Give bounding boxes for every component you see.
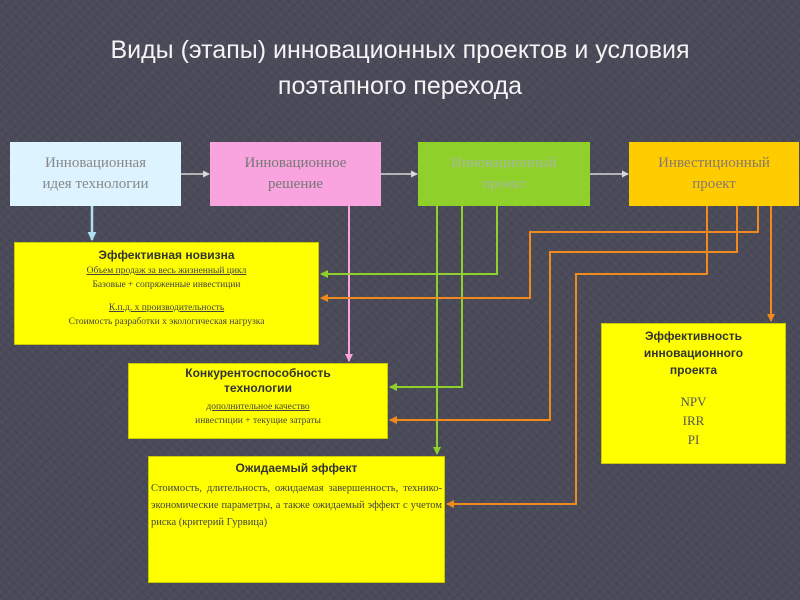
competitiveness-heading-line-1: Конкурентоспособность <box>185 366 331 380</box>
project-efficiency-box: Эффективность инновационного проекта NPV… <box>601 323 786 464</box>
efficiency-heading-line-3: проекта <box>669 363 718 377</box>
novelty-denominator-1: Базовые + сопряженные инвестиции <box>92 280 241 290</box>
metric-irr: IRR <box>682 413 705 428</box>
novelty-denominator-2: Стоимость разработки х экологическая наг… <box>68 317 265 327</box>
arrow-investment-to-expected-orange <box>446 206 708 508</box>
competitiveness-numerator: дополнительное качество <box>206 402 310 412</box>
stage-2-line-2: решение <box>267 176 324 192</box>
stage-innovation-solution: Инновационное решение <box>210 142 381 206</box>
arrow-project-to-competitiveness-green <box>389 206 463 391</box>
metric-npv: NPV <box>680 394 707 409</box>
stage-1-line-1: Инновационная <box>44 155 147 171</box>
competitiveness-box: Конкурентоспособность технологии дополни… <box>128 363 388 439</box>
effective-novelty-box: Эффективная новизна Объем продаж за весь… <box>14 242 319 345</box>
expected-effect-text: Стоимость, длительность, ожидаемая завер… <box>151 483 442 528</box>
stage-4-line-2: проект <box>692 176 736 192</box>
stage-3-line-2: проект <box>482 176 526 192</box>
slide-title: Виды (этапы) инновационных проектов и ус… <box>0 32 800 104</box>
title-line-2: поэтапного перехода <box>277 72 523 100</box>
stage-3-line-1: Инновационный <box>451 155 557 171</box>
stage-innovation-project: Инновационный проект <box>418 142 590 206</box>
novelty-numerator-2: К.п.д. х производительность <box>108 303 225 313</box>
competitiveness-denominator: инвестиции + текущие затраты <box>195 416 321 426</box>
effective-novelty-heading: Эффективная новизна <box>98 248 235 262</box>
competitiveness-heading-line-2: технологии <box>224 381 292 395</box>
stage-1-line-2: идея технологии <box>42 176 149 192</box>
expected-effect-heading: Ожидаемый эффект <box>235 461 358 475</box>
arrow-project-to-novelty-green <box>320 206 498 278</box>
arrow-investment-to-competitiveness-orange <box>389 206 738 424</box>
expected-effect-box: Ожидаемый эффект Стоимость, длительность… <box>148 456 445 583</box>
arrow-investment-to-novelty-orange <box>320 206 759 302</box>
stage-4-line-1: Инвестиционный <box>658 155 770 171</box>
efficiency-heading-line-1: Эффективность <box>644 329 743 343</box>
stage-investment-project: Инвестиционный проект <box>629 142 799 206</box>
stage-innovation-idea: Инновационная идея технологии <box>10 142 181 206</box>
metric-pi: PI <box>687 432 700 447</box>
competitiveness-heading: Конкурентоспособность технологии <box>129 366 387 396</box>
novelty-numerator-1: Объем продаж за весь жизненный цикл <box>86 266 247 276</box>
efficiency-heading-line-2: инновационного <box>643 346 744 360</box>
project-efficiency-heading: Эффективность инновационного проекта <box>602 328 785 379</box>
stage-2-line-1: Инновационное <box>244 155 347 171</box>
title-line-1: Виды (этапы) инновационных проектов и ус… <box>110 36 690 64</box>
